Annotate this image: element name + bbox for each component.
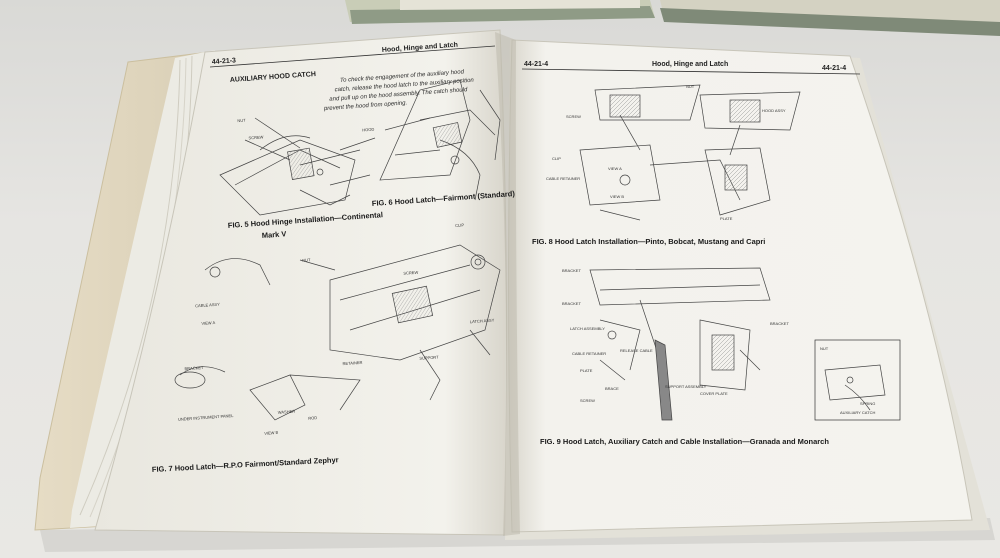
fig9-label-spring: SPRING [860,401,875,406]
fig9-illustration [589,267,901,421]
fig8-label-retainer: CABLE RETAINER [546,176,580,181]
fig9-label-bracket-2: BRACKET [562,301,581,306]
fig9-label-nut: NUT [820,346,829,351]
fig8-label-hood: HOOD ASSY [762,108,786,113]
body-line-4: prevent the hood from opening. [323,100,408,112]
fig8-label-plate: PLATE [720,216,733,221]
fig9-label-aux: AUXILIARY CATCH [840,410,875,415]
fig7-label-latch: LATCH ASSY [470,317,495,324]
fig7-label-retainer: RETAINER [342,360,362,366]
fig8-label-view-b: VIEW B [610,194,624,199]
fig9-caption: FIG. 9 Hood Latch, Auxiliary Catch and C… [540,437,829,446]
fig7-label-bracket: BRACKET [184,365,204,371]
fig9-label-release: RELEASE CABLE [620,348,653,353]
right-header-number-right: 44-21-4 [822,65,846,72]
fig7-label-washer: WASHER [278,409,296,415]
fig7-label-support: SUPPORT [419,354,439,360]
fig9-label-brace: BRACE [605,386,619,391]
fig7-label-clip: CLIP [455,222,465,228]
fig5-label-hood: HOOD [362,127,374,133]
background-books [345,0,1000,36]
fig7-illustration [174,244,501,421]
fig7-label-screw: SCREW [403,270,418,276]
fig5-label-nut: NUT [237,118,246,124]
right-header-number-left: 44-21-4 [524,61,548,68]
fig8-label-view-a: VIEW A [608,166,622,171]
fig8-label-nut: NUT [686,84,695,89]
fig5-illustration [219,117,376,216]
fig9-label-support: SUPPORT ASSEMBLY [665,384,707,389]
right-page-content: 44-21-4 Hood, Hinge and Latch 44-21-4 NU… [521,61,901,446]
fig8-label-screw: SCREW [566,114,581,119]
fig5-caption-line2: Mark V [262,229,287,240]
fig7-label-cable: CABLE ASSY [195,302,220,309]
left-header-number: 44-21-3 [212,57,237,66]
fig8-caption: FIG. 8 Hood Latch Installation—Pinto, Bo… [532,237,765,246]
fig7-label-view-a: VIEW A [201,320,215,326]
fig7-label-rod: ROD [308,415,317,421]
fig7-label-nut: NUT [302,257,311,263]
gutter-shadow [495,32,520,536]
fig7-label-panel: UNDER INSTRUMENT PANEL [178,413,234,422]
fig9-label-screw: SCREW [580,398,595,403]
fig9-label-plate: PLATE [580,368,593,373]
fig6-illustration [379,79,501,201]
fig5-label-screw: SCREW [248,134,263,140]
fig8-illustration [579,84,801,221]
fig8-label-clip: CLIP [552,156,561,161]
fig7-label-view-b: VIEW B [264,430,279,436]
fig9-label-bracket-3: BRACKET [770,321,789,326]
fig9-label-cover: COVER PLATE [700,391,728,396]
fig9-label-latch: LATCH ASSEMBLY [570,326,605,331]
fig9-label-cable-retainer: CABLE RETAINER [572,351,606,356]
right-header-title: Hood, Hinge and Latch [652,61,728,68]
fig9-label-bracket: BRACKET [562,268,581,273]
